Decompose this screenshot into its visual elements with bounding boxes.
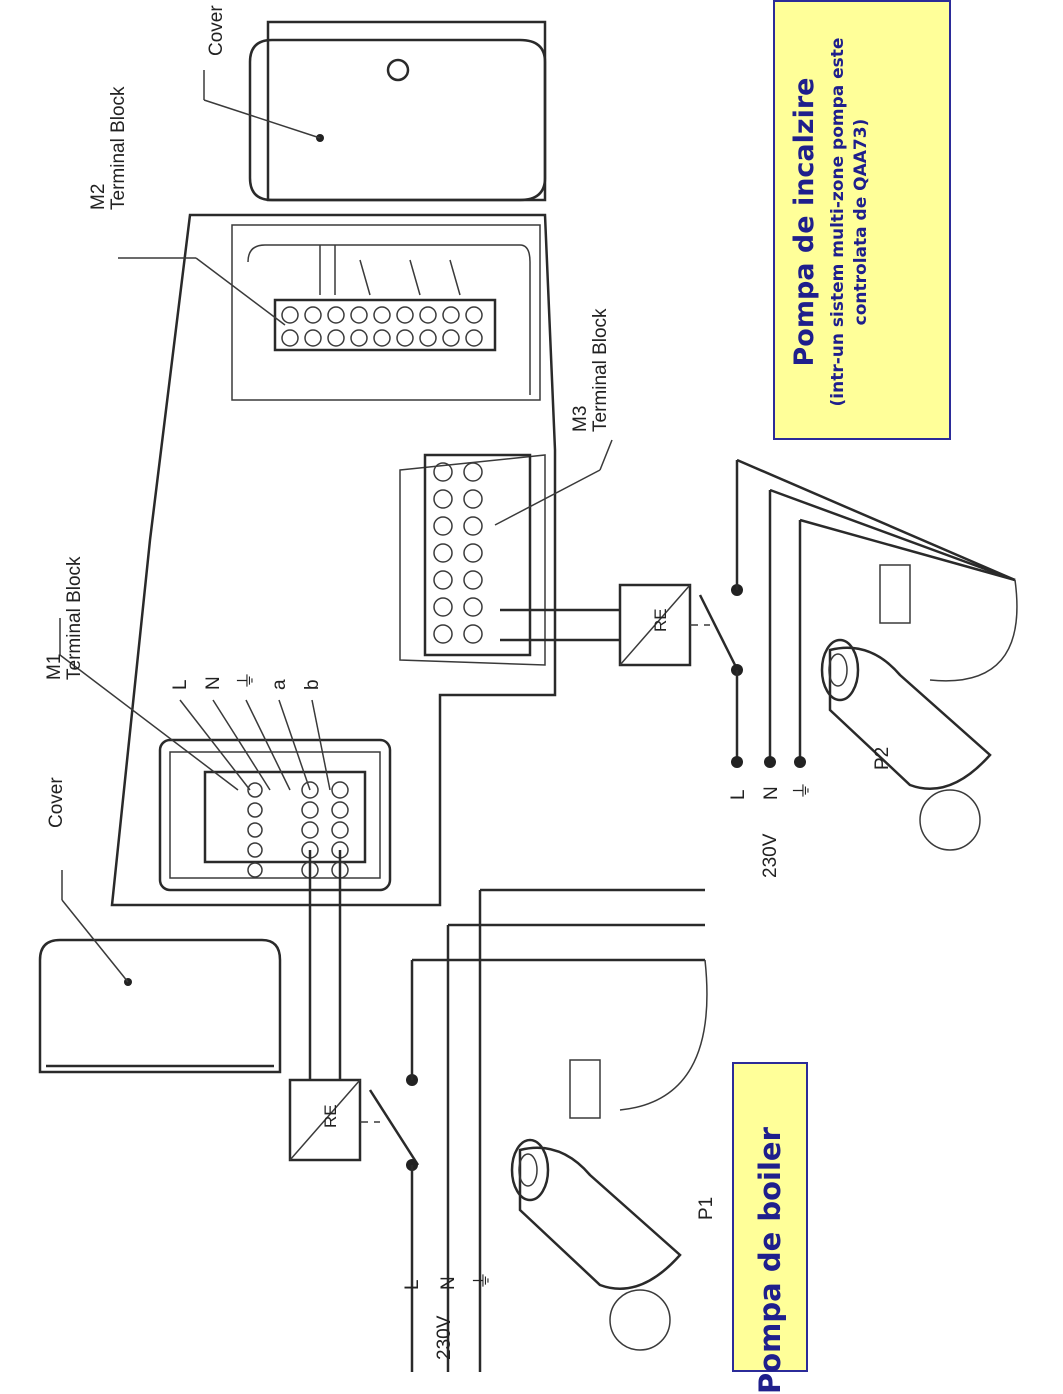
m1-caption: Terminal Block	[64, 556, 85, 680]
relay-left	[288, 1074, 420, 1171]
m2-terminal-screw	[396, 329, 414, 347]
supply-right-wiring	[731, 458, 1018, 768]
m2-label: M2	[88, 184, 109, 210]
m1-terminal-screw	[301, 781, 319, 799]
cover-left-label: Cover	[46, 777, 67, 828]
relay-right	[618, 583, 743, 676]
pump-p1	[510, 1059, 682, 1351]
m3-terminal-screw	[463, 624, 483, 644]
heating-pump-banner: Pompa de incalzire (intr-un sistem multi…	[773, 0, 951, 440]
relay-left-label: RE	[321, 1104, 340, 1128]
m1-relay-wires	[308, 850, 342, 1080]
supply-right-l: L	[728, 789, 749, 800]
m3-terminal-screw	[463, 597, 483, 617]
supply-voltage-right: 230V	[760, 833, 781, 878]
heating-pump-subtitle: (intr-un sistem multi-zone pompa este co…	[828, 37, 871, 407]
m1-terminal-screw	[301, 801, 319, 819]
m1-terminal-screw	[247, 842, 263, 858]
m1-label: M1	[44, 654, 65, 680]
boiler-pump-banner: Pompa de boiler	[732, 1062, 808, 1394]
cover-left	[38, 870, 282, 1074]
m2-terminal-screw	[442, 329, 460, 347]
m2-terminal-screw	[350, 329, 368, 347]
m1-terminal-leader	[278, 699, 311, 791]
m3-terminal-block	[399, 439, 613, 666]
supply-left-pe: ⏚	[472, 1271, 493, 1290]
m1-terminal-labels: L N ⏚ a b	[170, 671, 331, 791]
m2-terminal-screw	[281, 329, 299, 347]
m3-terminal-screw	[433, 516, 453, 536]
cover-right	[203, 20, 547, 202]
m2-terminal-screw	[281, 306, 299, 324]
m1-terminal-screw	[247, 862, 263, 878]
m1-terminal-screw	[331, 781, 349, 799]
m1-terminal-screw	[247, 822, 263, 838]
m3-terminal-screw	[463, 489, 483, 509]
m3-terminal-screw	[463, 516, 483, 536]
m2-terminal-screw	[327, 329, 345, 347]
boiler-pump-title: Pompa de boiler	[753, 1127, 787, 1394]
m3-label: M3	[570, 406, 591, 432]
m3-terminal-screw	[463, 570, 483, 590]
m2-terminal-screw	[465, 329, 483, 347]
m3-terminal-screw	[433, 624, 453, 644]
m1-terminal-screw	[247, 782, 263, 798]
m2-terminal-screw	[419, 329, 437, 347]
m1-terminal-leader	[245, 699, 291, 791]
m1-terminal-label: ⏚	[236, 671, 257, 690]
m3-terminal-screw	[433, 489, 453, 509]
m1-terminal-leader	[311, 699, 331, 791]
m3-terminal-screw	[463, 543, 483, 563]
m2-terminal-screw	[396, 306, 414, 324]
supply-right-n: N	[761, 786, 782, 800]
relay-right-label: RE	[651, 608, 670, 632]
m2-terminal-screw	[373, 306, 391, 324]
m1-terminal-screw	[331, 801, 349, 819]
m2-caption: Terminal Block	[108, 86, 129, 210]
supply-voltage-left: 230V	[434, 1315, 455, 1360]
m3-caption: Terminal Block	[590, 308, 611, 432]
m1-terminal-screw	[247, 802, 263, 818]
m1-terminal-label: a	[269, 679, 290, 690]
supply-left-l: L	[402, 1279, 423, 1290]
m2-terminal-screw	[304, 306, 322, 324]
cover-right-label: Cover	[206, 5, 227, 56]
m2-terminal-block	[118, 245, 497, 352]
m3-terminal-screw	[433, 462, 453, 482]
m1-terminal-screw	[301, 821, 319, 839]
supply-right-pe: ⏚	[792, 781, 813, 800]
m2-terminal-screw	[419, 306, 437, 324]
m1-terminal-block	[59, 618, 392, 892]
main-housing	[110, 213, 557, 907]
m1-terminal-label: L	[170, 679, 191, 690]
m1-terminal-leader	[179, 699, 251, 791]
m1-terminal-screw	[331, 821, 349, 839]
m2-terminal-screw	[442, 306, 460, 324]
supply-left-wiring	[410, 888, 708, 1372]
m3-terminal-screw	[433, 570, 453, 590]
pump-p2	[820, 564, 992, 851]
m2-terminal-screw	[327, 306, 345, 324]
m2-terminal-screw	[304, 329, 322, 347]
m3-terminal-screw	[433, 543, 453, 563]
heating-pump-title: Pompa de incalzire	[789, 77, 820, 367]
m3-terminal-screw	[433, 597, 453, 617]
pump-left-label: P1	[696, 1197, 717, 1220]
m1-terminal-label: N	[203, 676, 224, 690]
m3-relay-wires	[500, 608, 620, 642]
m3-terminal-screw	[463, 462, 483, 482]
supply-left-n: N	[438, 1276, 459, 1290]
m2-terminal-screw	[350, 306, 368, 324]
m1-terminal-label: b	[302, 679, 323, 690]
m2-terminal-screw	[465, 306, 483, 324]
m1-terminal-leader	[212, 699, 271, 791]
m2-terminal-screw	[373, 329, 391, 347]
pump-right-label: P2	[872, 747, 893, 770]
